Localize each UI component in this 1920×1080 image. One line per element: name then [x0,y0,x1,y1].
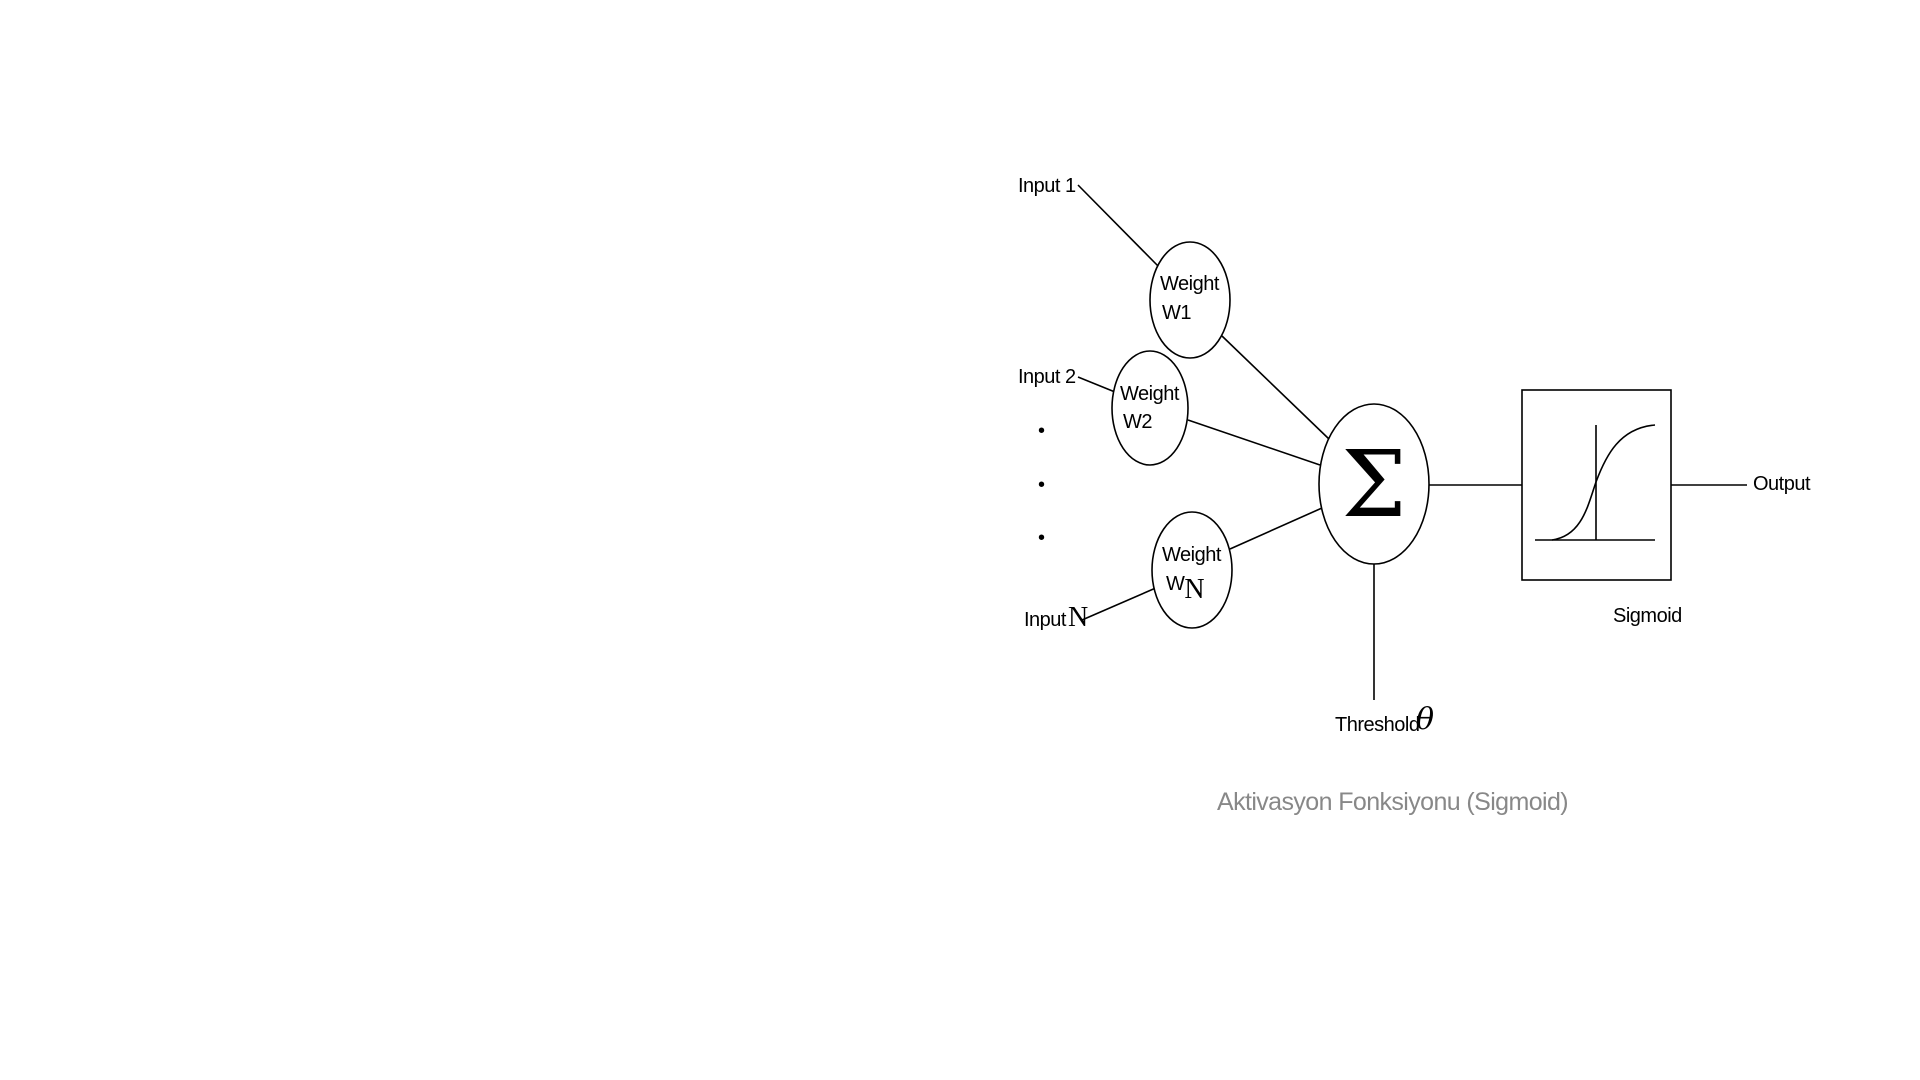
weight-wn-circle [1152,512,1232,628]
input-n-prefix: Input [1024,609,1067,631]
input-1-label: Input 1 [1018,175,1076,197]
line-inputn-to-wn [1082,587,1158,620]
line-input2-to-w2 [1078,377,1115,392]
threshold-label: Threshold [1335,714,1419,736]
input-n-label: InputN [1024,602,1088,633]
summation-node: Σ [1319,404,1429,564]
weight-w1-circle [1150,242,1230,358]
sigma-symbol: Σ [1341,431,1406,538]
sigmoid-activation: Sigmoid [1522,390,1682,627]
weight-wn-suffix: N [1184,574,1204,605]
weight-w1-title: Weight [1160,273,1220,295]
weight-wn-title: Weight [1162,544,1222,566]
line-wn-to-sum [1230,508,1322,549]
weight-node-w1: Weight W1 [1150,242,1230,358]
weight-w2-circle [1112,351,1188,465]
inputs: Input 1 Input 2 InputN • • • [1018,175,1088,633]
output-label: Output [1753,473,1811,495]
sigmoid-label: Sigmoid [1613,605,1682,627]
weight-node-w2: Weight W2 [1112,351,1188,465]
input-n-suffix: N [1068,602,1088,633]
ellipsis-dot-1: • [1038,420,1045,442]
line-w2-to-sum [1188,420,1320,465]
diagram-caption: Aktivasyon Fonksiyonu (Sigmoid) [1217,788,1568,816]
theta-symbol: θ [1416,702,1434,737]
line-w1-to-sum [1222,336,1330,440]
threshold: Threshold θ [1335,702,1434,737]
input-2-label: Input 2 [1018,366,1076,388]
weight-w1-value: W1 [1162,302,1191,324]
weight-wn-prefix: W [1166,573,1185,595]
weight-node-wn: Weight WN [1152,512,1232,628]
weight-w2-value: W2 [1123,411,1152,433]
ellipsis-dot-2: • [1038,474,1045,496]
ellipsis-dot-3: • [1038,527,1045,549]
weight-w2-title: Weight [1120,383,1180,405]
line-input1-to-w1 [1078,185,1160,268]
